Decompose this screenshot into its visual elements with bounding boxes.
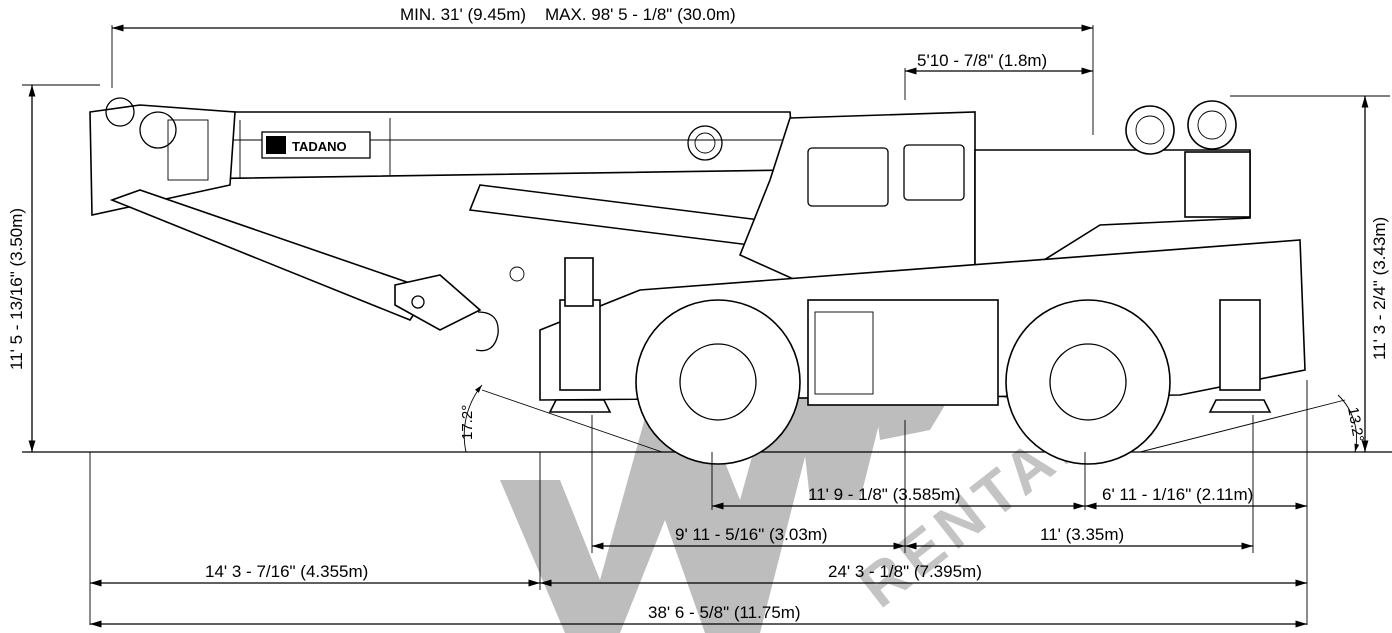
rear-outrigger: [1219, 299, 1261, 391]
dim-front-outrigger-to-center: 9' 11 - 5/16" (3.03m): [675, 525, 828, 544]
dim-carrier-length: 24' 3 - 1/8" (7.395m): [828, 562, 982, 581]
jib: [109, 189, 432, 321]
dim-departure-angle: 13.2°: [1344, 406, 1367, 444]
front-wheel: [635, 299, 801, 465]
dim-boom-length: MIN. 31' (9.45m) MAX. 98' 5 - 1/8" (30.0…: [400, 5, 736, 24]
dim-center-to-rear: 11' 9 - 1/8" (3.585m): [808, 485, 961, 504]
dim-approach-angle: 17.2°: [459, 405, 476, 440]
engine-grille: [814, 311, 874, 395]
dim-rear-overhang: 6' 11 - 1/16" (2.11m): [1102, 485, 1253, 504]
rear-wheel: [1005, 299, 1171, 465]
cab-window-side: [903, 144, 965, 201]
winch-rear: [1187, 100, 1237, 150]
approach-angle-line: [481, 389, 663, 453]
dimension-lines: [28, 24, 1369, 628]
center-box: [807, 299, 999, 406]
dim-center-to-rear-outrigger: 11' (3.35m): [1040, 525, 1124, 544]
tadano-logo: TADANO: [261, 131, 371, 159]
boom-head: [89, 104, 236, 216]
boom-sheave-circle: [687, 125, 723, 161]
hook-block: [394, 266, 525, 352]
dim-cab-height: 11' 3 - 2/4" (3.43m): [1370, 217, 1389, 360]
dim-boom-pivot-offset: 5'10 - 7/8" (1.8m): [917, 51, 1047, 70]
front-outrigger: [559, 299, 601, 391]
dimension-labels: MIN. 31' (9.45m) MAX. 98' 5 - 1/8" (30.0…: [7, 5, 1389, 622]
tadano-logo-text: TADANO: [292, 139, 347, 154]
dim-front-overhang: 14' 3 - 7/16" (4.355m): [205, 562, 368, 581]
dim-overall-height: 11' 5 - 13/16" (3.50m): [7, 208, 26, 370]
crane-drawing: TADANO: [89, 97, 1306, 465]
departure-angle-line: [1139, 399, 1346, 453]
winch-front: [1125, 105, 1175, 155]
dim-overall-length: 38' 6 - 5/8" (11.75m): [648, 603, 801, 622]
cab-window-front: [807, 147, 889, 207]
